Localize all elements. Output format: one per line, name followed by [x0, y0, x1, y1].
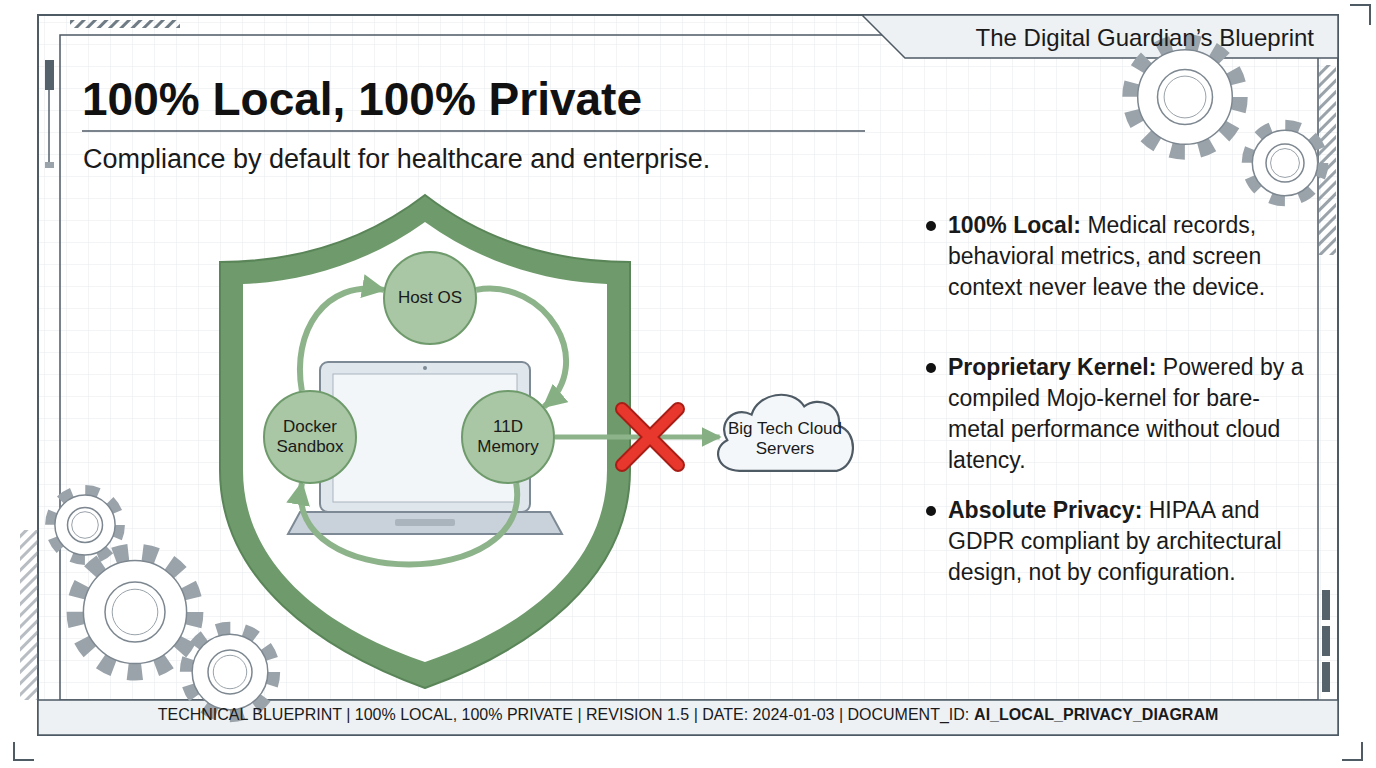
bullet-heading: Proprietary Kernel: — [948, 354, 1156, 380]
flow-arrow — [301, 483, 517, 564]
title-rule — [82, 130, 865, 132]
cloud-shape: Big Tech Cloud Servers — [709, 385, 861, 479]
document-id: AI_LOCAL_PRIVACY_DIAGRAM — [974, 706, 1218, 723]
hatch-strip — [70, 20, 180, 28]
node-label: Host OS — [392, 288, 468, 308]
flow-arrow — [300, 289, 384, 391]
component-circle: 11D Memory — [461, 390, 555, 484]
node-label: Big Tech Cloud Servers — [727, 419, 843, 460]
node-label: Docker Sandbox — [272, 417, 348, 458]
corner-bracket — [1350, 5, 1370, 25]
inner-frame — [60, 35, 1318, 700]
component-circle: Docker Sandbox — [263, 390, 357, 484]
bullet-item: 100% Local:Medical records, behavioral m… — [948, 210, 1316, 303]
node-label-group: Docker Sandbox — [272, 417, 348, 458]
bullet-heading: 100% Local: — [948, 212, 1081, 238]
footer-text: TECHNICAL BLUEPRINT | 100% LOCAL, 100% P… — [38, 706, 1338, 724]
hatch-strip — [20, 530, 38, 700]
shield-inner — [243, 222, 607, 662]
hatch-strip — [1318, 65, 1336, 255]
flow-arrow — [555, 435, 720, 440]
node-label: 11D Memory — [470, 417, 546, 458]
outer-frame — [38, 15, 1338, 735]
shield — [220, 195, 630, 688]
node-label-group: Host OS — [392, 288, 468, 308]
subtitle: Compliance by default for healthcare and… — [83, 144, 710, 175]
bullet-item: Absolute Privacy:HIPAA and GDPR complian… — [948, 495, 1316, 588]
bullet-heading: Absolute Privacy: — [948, 497, 1142, 523]
flow-arrow — [476, 289, 566, 407]
node-label-group: Big Tech Cloud Servers — [727, 419, 843, 460]
gear-decoration — [50, 42, 1323, 716]
footer-meta: TECHNICAL BLUEPRINT | 100% LOCAL, 100% P… — [158, 706, 970, 723]
bullet-item: Proprietary Kernel:Powered by a compiled… — [948, 352, 1316, 476]
header-tab — [862, 15, 1338, 58]
header-tab-label: The Digital Guardian’s Blueprint — [976, 24, 1314, 52]
diagram-title: 100% Local, 100% Private — [82, 72, 642, 126]
component-circle: Host OS — [383, 251, 477, 345]
corner-bracket — [14, 742, 34, 760]
grid — [38, 15, 1338, 735]
node-label-group: 11D Memory — [470, 417, 546, 458]
corner-bracket — [1342, 742, 1362, 760]
side-marker — [45, 60, 54, 90]
